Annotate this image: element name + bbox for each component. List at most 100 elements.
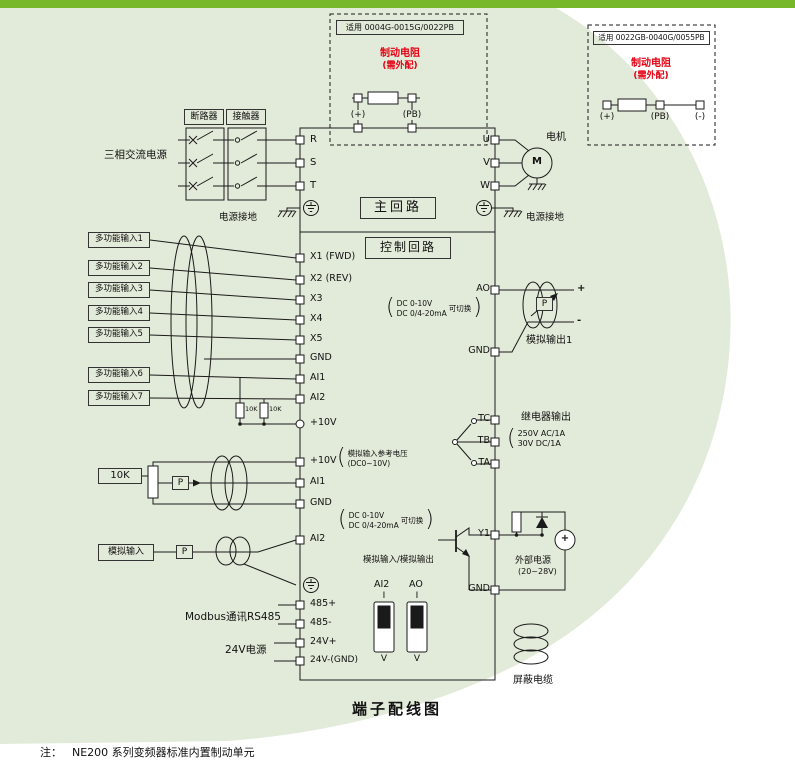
power-ground-right-label: 电源接地 [526, 212, 565, 223]
earth-hatch-icon [277, 210, 297, 218]
terminal-label-485n: 485- [310, 617, 332, 628]
brake1-name: 制动电阻 [380, 48, 420, 59]
di-label-7: 多功能输入7 [88, 390, 150, 406]
comm-wires [274, 604, 296, 662]
ground-bottom-left [303, 577, 319, 593]
resistor1-symbol [367, 91, 399, 105]
ai2-switch-handle [377, 605, 391, 629]
terminal-label-x4: X4 [310, 313, 323, 324]
three-phase-source-label: 三相交流电源 [104, 149, 167, 161]
switch2-i-label: I [415, 591, 419, 601]
contactor-box-outline [227, 127, 267, 201]
shield-cable-icon [185, 235, 213, 409]
terminal-label-w: W [480, 180, 490, 191]
ground-left [277, 200, 319, 218]
terminal-label-x3: X3 [310, 293, 323, 304]
terminal-label-tc: TC [478, 413, 490, 424]
brake2-terminal-pb: (PB) [650, 112, 670, 122]
external-supply-range: (20~28V) [518, 567, 557, 576]
dip-switches [373, 601, 428, 653]
background-shape [0, 8, 731, 744]
analog-input-wiring [154, 536, 297, 586]
footnote-prefix: 注： [40, 746, 62, 759]
switch-ao-label: AO [409, 579, 423, 590]
contactor-label: 接触器 [226, 109, 266, 125]
resistor2-symbol [617, 98, 647, 112]
brake-resistor-box2 [587, 24, 716, 146]
breaker-label: 断路器 [184, 109, 224, 125]
terminal-label-ao: AO [476, 283, 490, 294]
brake2-name: 制动电阻 [631, 58, 671, 69]
meter-arrow-icon [550, 293, 558, 301]
right-terminals [490, 135, 500, 595]
external-supply-circle [554, 529, 576, 551]
terminal-label-y1: Y1 [478, 528, 490, 539]
motor-label: 电机 [546, 132, 566, 143]
modbus-label: Modbus通讯RS485 [185, 611, 281, 623]
brake1-note: (需外配) [382, 61, 418, 71]
analog-ref-line2: (DC0~10V) [347, 458, 391, 468]
analog-input-label: 模拟输入 [98, 544, 154, 561]
diagram-title: 端子配线图 [351, 700, 443, 718]
main-circuit-title: 主回路 [360, 197, 436, 219]
ai2-note-line2: DC 0/4-20mA [348, 520, 399, 530]
switch1-v-label: V [380, 654, 388, 664]
terminal-label-x2: X2 (REV) [310, 273, 353, 284]
ao-meter-p: P [536, 297, 553, 311]
di-label-3: 多功能输入3 [88, 282, 150, 298]
footnote-text: NE200 系列变频器标准内置制动单元 [72, 746, 255, 759]
di-label-5: 多功能输入5 [88, 327, 150, 343]
analog-ref-note: ( 模拟输入参考电压 (DC0~10V) [337, 445, 408, 471]
control-circuit-title: 控制回路 [365, 237, 451, 259]
load-resistor-symbol [511, 511, 522, 533]
terminal-label-ai2b: AI2 [310, 533, 326, 544]
terminal-label-gnd2: GND [310, 497, 332, 508]
relay-spec-note: ( 250V AC/1A 30V DC/1A [507, 426, 566, 452]
relay-spec-line2: 30V DC/1A [517, 439, 561, 449]
ground-right [476, 200, 523, 218]
switch2-v-label: V [413, 654, 421, 664]
terminal-label-10v-a: +10V [310, 417, 337, 428]
y1-external-circuit [499, 511, 576, 591]
pullup1-value: 10K [245, 405, 258, 413]
terminal-label-s: S [310, 157, 317, 168]
potentiometer-symbol [147, 465, 159, 499]
terminal-label-v: V [483, 157, 490, 168]
top-accent-bar [0, 0, 795, 8]
brake2-terminal-minus: (-) [694, 112, 706, 122]
breaker-box-outline [185, 127, 225, 201]
supply-plus-mark: + [560, 533, 570, 544]
relay-contacts [452, 418, 491, 466]
terminal-label-10v-b: +10V [310, 455, 337, 466]
relay-spec-line1: 250V AC/1A [517, 429, 566, 438]
di-label-6: 多功能输入6 [88, 367, 150, 383]
terminal-label-485p: 485+ [310, 598, 337, 609]
ai2-switch-note: ( DC 0-10V DC 0/4-20mA 可切换 ) [338, 507, 434, 533]
terminal-label-24vp: 24V+ [310, 636, 337, 647]
ao-plus-mark: + [577, 283, 586, 294]
ai2-note-line1: DC 0-10V [348, 511, 385, 520]
switch1-i-label: I [382, 591, 386, 601]
analog-io-switch-label: 模拟输入/模拟输出 [363, 555, 434, 565]
analog-ref-line1: 模拟输入参考电压 [347, 449, 408, 458]
terminal-label-ai2a: AI2 [310, 392, 326, 403]
shield-cable-icon [215, 536, 237, 566]
terminal-label-x1: X1 (FWD) [310, 251, 356, 262]
ao-note-switchable: 可切换 [448, 304, 472, 314]
switch-ai2-label: AI2 [374, 579, 390, 590]
ao-note-line1: DC 0-10V [396, 299, 433, 308]
analog-input-p: P [176, 545, 193, 559]
24v-power-label: 24V电源 [225, 644, 267, 656]
terminal-label-gnd1: GND [310, 352, 332, 363]
shield-cable-icon [210, 455, 234, 511]
terminal-label-ta: TA [478, 457, 490, 468]
di-label-4: 多功能输入4 [88, 305, 150, 321]
brake2-terminal-plus: (+) [599, 112, 615, 122]
terminal-label-gnd3: GND [468, 345, 490, 356]
motor-ground-icon [527, 183, 547, 191]
brake1-model-label: 适用 0004G-0015G/0022PB [336, 20, 464, 35]
ao-switch-note: ( DC 0-10V DC 0/4-20mA 可切换 ) [386, 295, 482, 321]
shielded-cable-label: 屏蔽电缆 [513, 675, 553, 686]
